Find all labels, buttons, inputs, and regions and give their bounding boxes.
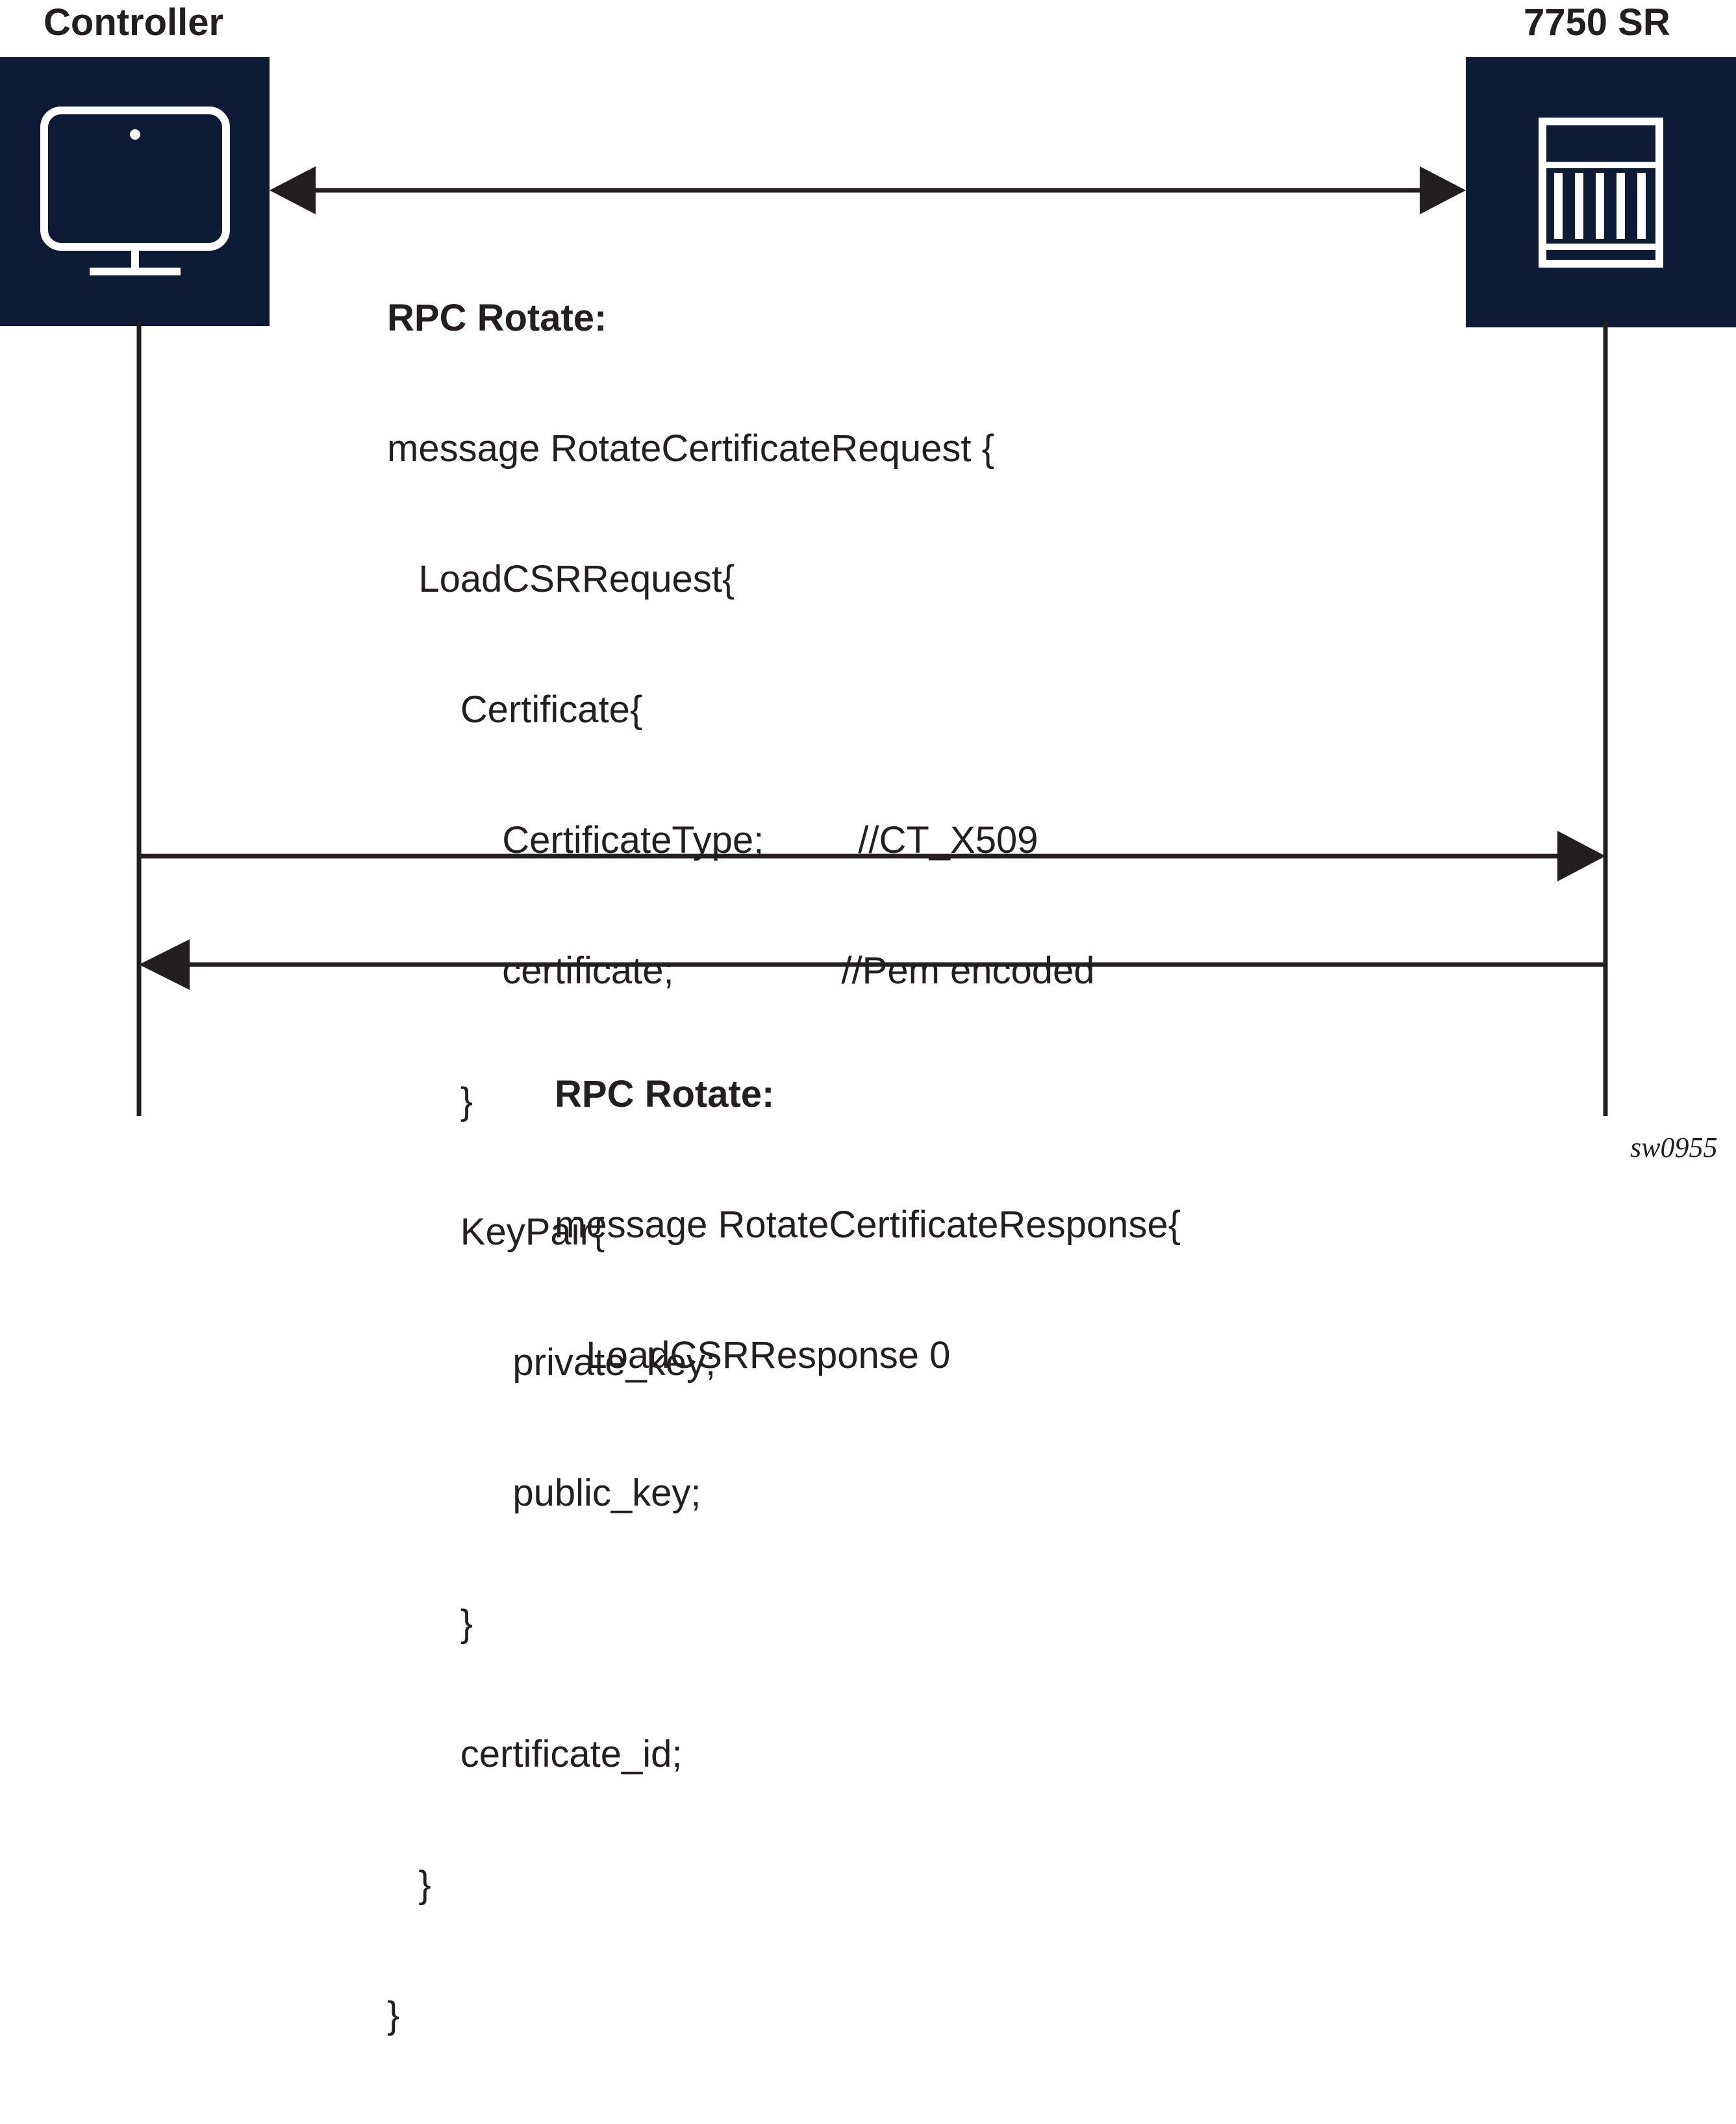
controller-label: Controller <box>44 1 224 44</box>
request-title: RPC Rotate: <box>387 297 607 339</box>
monitor-icon <box>40 107 230 275</box>
response-message: RPC Rotate: message RotateCertificateRes… <box>555 985 1181 1464</box>
request-line: certificate; //Pem encoded <box>387 950 1095 992</box>
request-arrow <box>139 831 1605 881</box>
router-label: 7750 SR <box>1524 1 1670 44</box>
response-line: LoadCSRResponse 0 <box>555 1334 951 1376</box>
request-line: LoadCSRRequest{ <box>387 558 735 600</box>
request-line: } <box>387 1994 400 2036</box>
request-line: message RotateCertificateRequest { <box>387 427 994 470</box>
request-line: certificate_id; <box>387 1733 683 1775</box>
connection-arrow <box>270 166 1466 214</box>
request-line: public_key; <box>387 1472 701 1514</box>
request-line: } <box>387 1602 473 1645</box>
request-line: Certificate{ <box>387 689 643 731</box>
sequence-diagram: Controller 7750 SR RPC Rotate: message R… <box>0 1 1736 2036</box>
response-title: RPC Rotate: <box>555 1073 775 1115</box>
request-line: } <box>387 1080 473 1122</box>
request-line: CertificateType; //CT_X509 <box>387 819 1038 861</box>
response-line: message RotateCertificateResponse{ <box>555 1204 1181 1246</box>
diagram-graphics <box>0 57 1736 1116</box>
response-arrow <box>139 939 1605 990</box>
figure-id: sw0955 <box>1630 1132 1718 1163</box>
request-line: } <box>387 1864 431 1906</box>
router-chassis-icon <box>1539 118 1663 268</box>
